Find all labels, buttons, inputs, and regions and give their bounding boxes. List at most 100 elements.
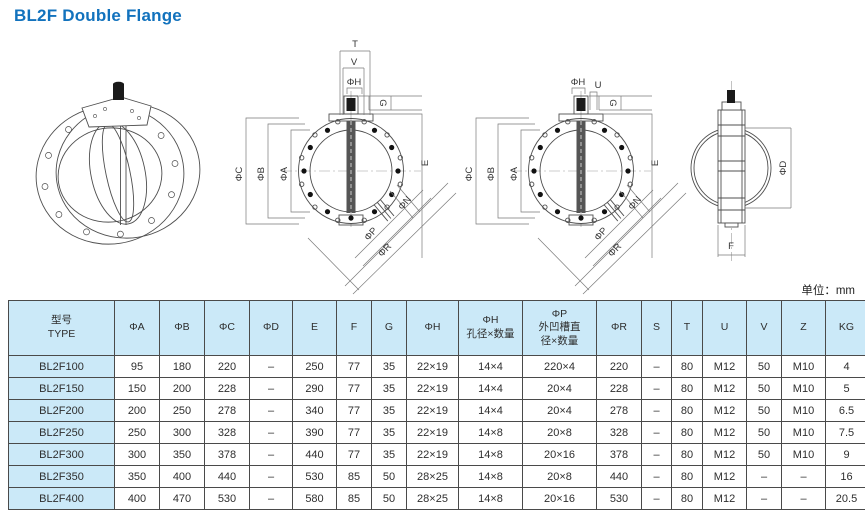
value-cell: 20×4 [522, 399, 597, 422]
value-cell: 400 [159, 465, 205, 488]
value-cell: 50 [371, 465, 407, 488]
front-view-a: T V ΦH G ΦC ΦB ΦA E ΦN ΦP ΦR [234, 39, 457, 295]
side-view: ΦD F [690, 81, 792, 261]
dim-label-phi-h: ΦH [571, 77, 586, 88]
type-cell: BL2F400 [8, 487, 115, 510]
value-cell: 328 [596, 421, 642, 444]
value-cell: 77 [336, 443, 372, 466]
value-cell: – [641, 465, 672, 488]
dim-label-f: F [728, 241, 734, 252]
column-header: Z [781, 300, 826, 356]
value-cell: – [641, 377, 672, 400]
value-cell: 80 [671, 377, 703, 400]
type-cell: BL2F250 [8, 421, 115, 444]
value-cell: – [781, 465, 826, 488]
column-header: 型号 TYPE [8, 300, 115, 356]
column-header: ΦH [406, 300, 459, 356]
column-header: ΦB [159, 300, 205, 356]
value-cell: – [781, 487, 826, 510]
value-cell: 50 [746, 399, 782, 422]
value-cell: 20×8 [522, 465, 597, 488]
value-cell: – [641, 443, 672, 466]
value-cell: 200 [159, 377, 205, 400]
value-cell: 50 [746, 443, 782, 466]
value-cell: M12 [702, 421, 747, 444]
value-cell: 340 [292, 399, 337, 422]
dim-label-e: E [420, 160, 431, 166]
value-cell: 440 [292, 443, 337, 466]
unit-label: 单位：mm [801, 285, 855, 297]
value-cell: 200 [114, 399, 160, 422]
value-cell: 14×4 [458, 355, 523, 378]
value-cell: 4 [825, 355, 865, 378]
value-cell: 530 [596, 487, 642, 510]
value-cell: M12 [702, 465, 747, 488]
value-cell: 14×8 [458, 421, 523, 444]
value-cell: – [641, 487, 672, 510]
column-header: ΦH 孔径×数量 [458, 300, 523, 356]
value-cell: 85 [336, 487, 372, 510]
value-cell: 80 [671, 443, 703, 466]
value-cell: 20×16 [522, 487, 597, 510]
column-header: ΦR [596, 300, 642, 356]
value-cell: – [746, 487, 782, 510]
value-cell: 378 [204, 443, 250, 466]
value-cell: M10 [781, 443, 826, 466]
column-header: V [746, 300, 782, 356]
value-cell: 250 [159, 399, 205, 422]
value-cell: 220 [204, 355, 250, 378]
value-cell: 580 [292, 487, 337, 510]
value-cell: 50 [746, 377, 782, 400]
type-cell: BL2F350 [8, 465, 115, 488]
value-cell: M10 [781, 399, 826, 422]
value-cell: 80 [671, 421, 703, 444]
value-cell: 440 [596, 465, 642, 488]
value-cell: 35 [371, 399, 407, 422]
value-cell: 350 [159, 443, 205, 466]
value-cell: 278 [204, 399, 250, 422]
value-cell: 250 [114, 421, 160, 444]
value-cell: 440 [204, 465, 250, 488]
value-cell: 20×4 [522, 377, 597, 400]
value-cell: – [249, 443, 293, 466]
value-cell: 14×8 [458, 465, 523, 488]
value-cell: 80 [671, 399, 703, 422]
value-cell: – [249, 465, 293, 488]
value-cell: M12 [702, 355, 747, 378]
value-cell: 80 [671, 487, 703, 510]
value-cell: 35 [371, 443, 407, 466]
value-cell: 50 [371, 487, 407, 510]
dim-label-phi-b: ΦB [256, 167, 267, 181]
value-cell: 378 [596, 443, 642, 466]
value-cell: 530 [292, 465, 337, 488]
value-cell: 328 [204, 421, 250, 444]
value-cell: 22×19 [406, 377, 459, 400]
value-cell: 228 [204, 377, 250, 400]
value-cell: – [249, 377, 293, 400]
value-cell: – [641, 355, 672, 378]
dim-label-phi-h: ΦH [347, 77, 362, 88]
isometric-view [35, 81, 201, 245]
column-header: ΦA [114, 300, 160, 356]
dim-label-e: E [650, 160, 661, 166]
type-cell: BL2F200 [8, 399, 115, 422]
value-cell: 470 [159, 487, 205, 510]
value-cell: 228 [596, 377, 642, 400]
column-header: E [292, 300, 337, 356]
value-cell: 77 [336, 399, 372, 422]
value-cell: 35 [371, 355, 407, 378]
value-cell: 80 [671, 465, 703, 488]
dim-label-phi-p: ΦP [362, 225, 379, 243]
dim-label-g: G [377, 99, 388, 106]
dim-label-phi-c: ΦC [464, 167, 475, 182]
value-cell: 28×25 [406, 487, 459, 510]
value-cell: 16 [825, 465, 865, 488]
